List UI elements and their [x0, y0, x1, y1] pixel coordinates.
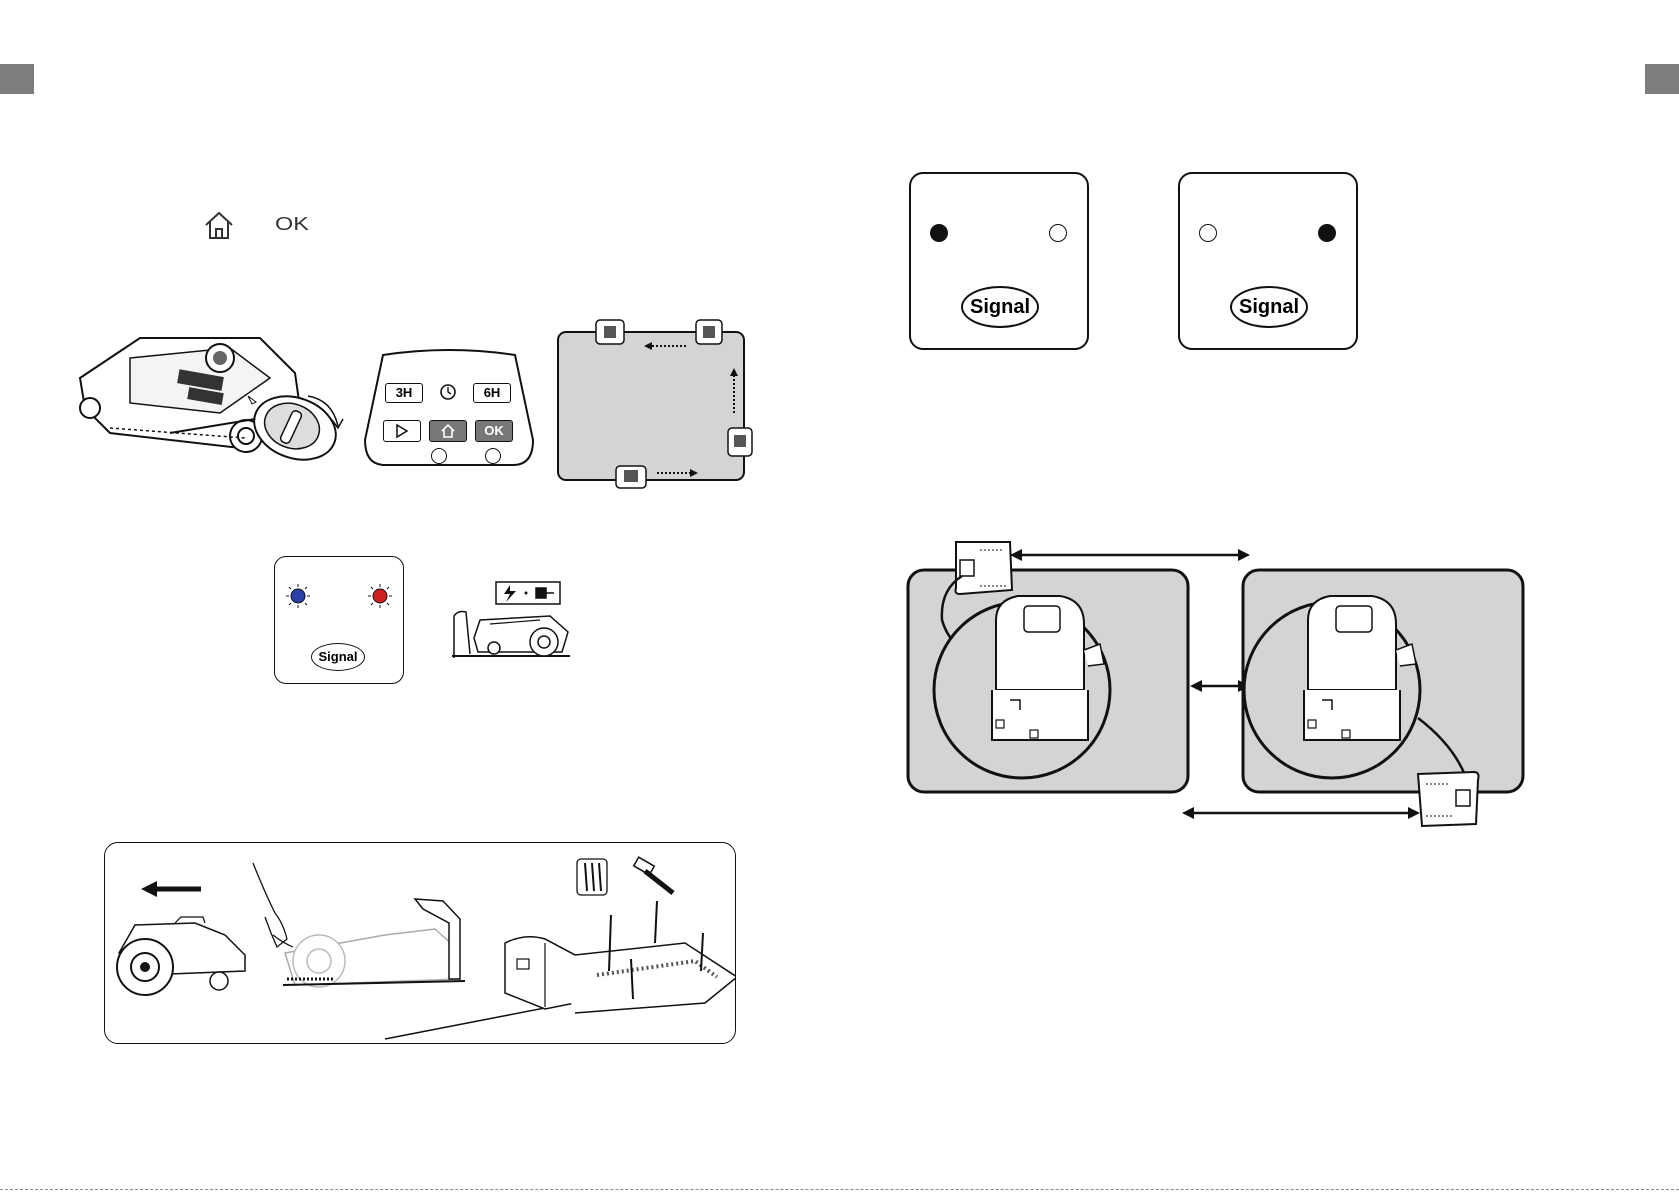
- home-icon: [203, 210, 235, 240]
- red-led-icon: [367, 583, 393, 609]
- signal-panel-a: Signal: [909, 172, 1089, 350]
- play-button[interactable]: [383, 420, 421, 442]
- signal-button[interactable]: Signal: [961, 286, 1039, 328]
- play-icon: [395, 424, 409, 438]
- station-top-left: [956, 542, 1013, 594]
- mower-right: [728, 428, 752, 456]
- led-indicator-left-off: [1199, 224, 1217, 242]
- ok-inline-label: OK: [275, 214, 309, 235]
- page-bottom-rule: [0, 1189, 1679, 1190]
- control-panel: 3H 6H OK: [363, 350, 535, 470]
- signal-button[interactable]: Signal: [1230, 286, 1308, 328]
- left-page-tab: [0, 64, 34, 94]
- perimeter-path-diagram: [556, 318, 778, 488]
- mower-power-knob-illustration: [70, 318, 345, 478]
- hand-press-indicator-right: [485, 448, 501, 464]
- hand-with-station: [253, 863, 465, 987]
- clock-icon: [438, 382, 458, 402]
- time-button-6h[interactable]: 6H: [473, 383, 511, 403]
- time-button-3h[interactable]: 3H: [385, 383, 423, 403]
- hand-press-indicator-left: [431, 448, 447, 464]
- led-indicator-right-off: [1049, 224, 1067, 242]
- blue-led-icon: [285, 583, 311, 609]
- hammer-icon: [634, 857, 673, 893]
- signal-button[interactable]: Signal: [311, 643, 365, 671]
- mower-top-right: [696, 320, 722, 344]
- station-placement-diagram: [900, 540, 1530, 830]
- mower-bottom: [616, 466, 646, 488]
- home-button[interactable]: [429, 420, 467, 442]
- right-page-tab: [1645, 64, 1679, 94]
- pegs-icon: [577, 859, 607, 895]
- signal-panel-b: Signal: [1178, 172, 1358, 350]
- mower-top-left: [596, 320, 624, 344]
- home-icon: [440, 423, 456, 439]
- signal-panel-small: Signal: [274, 556, 404, 684]
- mower-charging-illustration: [450, 580, 578, 660]
- led-indicator-left-on: [930, 224, 948, 242]
- ok-button[interactable]: OK: [475, 420, 513, 442]
- mower-side-view: [117, 917, 245, 995]
- installation-panel: [104, 842, 736, 1044]
- charging-station-pegged: [505, 901, 736, 1013]
- station-bottom-right: [1418, 772, 1479, 826]
- led-indicator-right-on: [1318, 224, 1336, 242]
